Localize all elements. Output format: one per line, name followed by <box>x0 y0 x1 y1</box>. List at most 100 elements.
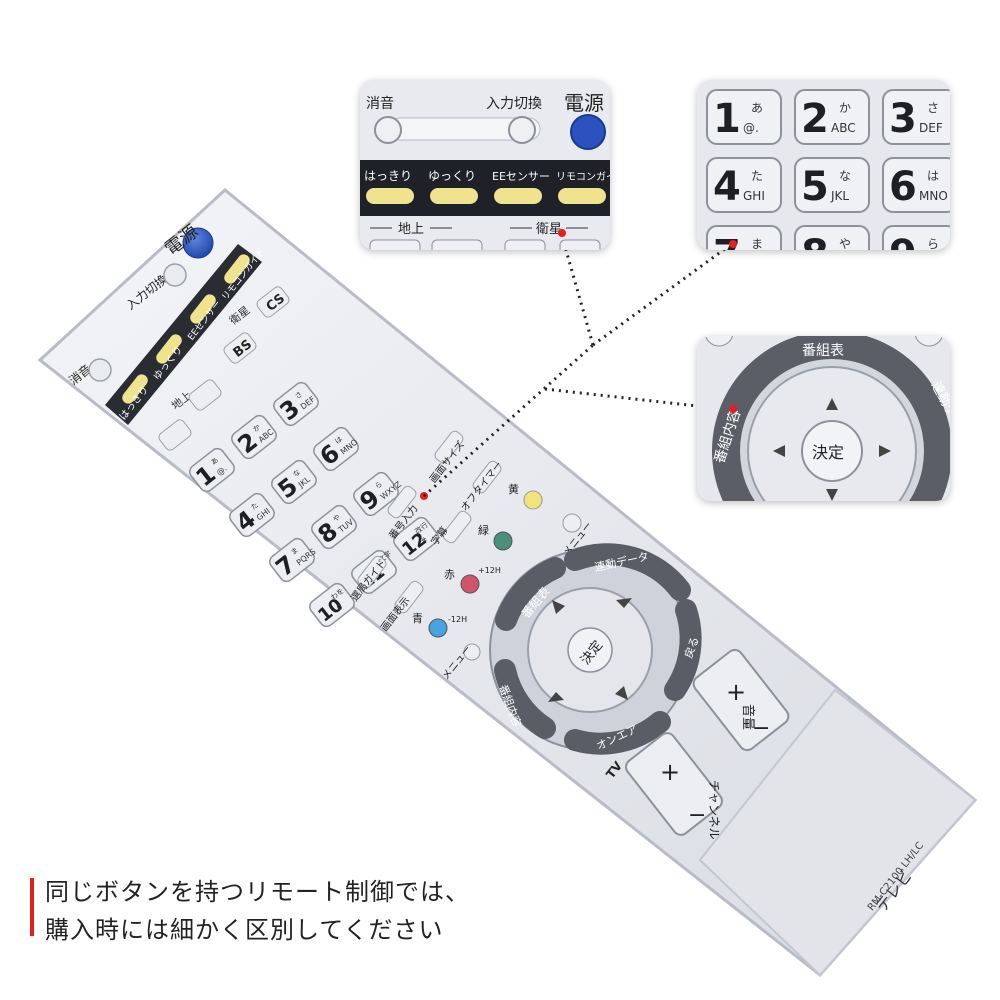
zoom-number-key-letters: DEF <box>919 121 943 135</box>
zoom-number-key-letters: MNO <box>919 189 948 203</box>
dpad-right-arrow-icon[interactable] <box>615 686 628 700</box>
zoom-number-key-digit: 4 <box>713 164 741 210</box>
subtitles-button[interactable] <box>441 509 473 544</box>
zoom-panel-dpad: 決定 番組表 連動データ 番組内容 <box>697 336 950 501</box>
volume-rocker[interactable] <box>690 647 791 754</box>
zoom-number-key-digit: 7 <box>713 232 741 250</box>
number-input-button[interactable] <box>386 484 418 519</box>
blue-label: 青 <box>412 612 423 625</box>
zoom-ok-button[interactable] <box>801 420 863 482</box>
on-air-button[interactable] <box>564 711 671 755</box>
off-timer-button[interactable] <box>471 459 503 494</box>
zoom-mode-button-2[interactable] <box>430 188 478 204</box>
zoom-number-key-digit: 3 <box>889 96 917 142</box>
zoom-number-key-digit: 6 <box>889 164 917 210</box>
zoom-number-key-kana: た <box>751 169 763 183</box>
zoom-down-arrow-icon[interactable] <box>826 489 838 501</box>
zoom-mute-button[interactable] <box>374 116 402 144</box>
channel-minus: − <box>688 803 706 828</box>
zoom-number-key-kana: や <box>839 237 851 250</box>
input-button[interactable] <box>163 263 187 287</box>
zoom-pointer-dot-3 <box>729 405 737 413</box>
zoom-pointer-dot-2 <box>729 240 737 248</box>
zoom-input-button[interactable] <box>508 116 536 144</box>
zoom-number-key-8[interactable]: 8やTUV <box>794 225 870 250</box>
zoom-mode-button-4[interactable] <box>558 188 606 204</box>
zoom-mode-button-1[interactable] <box>366 188 414 204</box>
number-key-letters: # <box>419 535 430 546</box>
green-button[interactable] <box>493 531 513 551</box>
zoom-mode-label-3: EEセンサー <box>492 170 550 183</box>
zoom-number-key-digit: 1 <box>713 96 741 142</box>
zoom-mode-button-3[interactable] <box>494 188 542 204</box>
caption-accent-bar <box>30 878 34 936</box>
program-content-button[interactable] <box>494 659 556 739</box>
zoom-pointer-dot-1 <box>558 229 566 237</box>
screen-display-button[interactable] <box>393 579 425 614</box>
minus12h-label: -12H <box>448 615 467 624</box>
bs-button[interactable] <box>222 331 258 365</box>
station-guide-button[interactable] <box>356 554 388 589</box>
home-menu-button[interactable] <box>562 513 582 533</box>
mode-button-2[interactable] <box>154 332 184 366</box>
zoom-mode-label-4: リモコンガイ <box>556 171 610 183</box>
menu-button[interactable] <box>463 643 481 661</box>
channel-label: チャンネル <box>707 780 721 840</box>
number-key-kana: ら <box>374 480 384 491</box>
dpad-up-arrow-icon[interactable] <box>616 598 632 608</box>
red-label: 赤 <box>444 568 455 581</box>
number-key-letters: * <box>377 570 386 580</box>
interactive-data-button[interactable] <box>564 543 691 601</box>
zoom-number-key-kana: な <box>839 169 851 183</box>
back-button[interactable] <box>664 599 702 701</box>
blue-button[interactable] <box>428 618 448 638</box>
mute-button[interactable] <box>88 358 112 382</box>
power-button[interactable] <box>182 227 214 259</box>
number-key-kana: ま <box>290 546 300 557</box>
zoom-right-arrow-icon[interactable] <box>879 445 891 457</box>
zoom-number-key-7[interactable]: 7まPQRS <box>706 225 782 250</box>
screen-size-button[interactable] <box>433 429 465 464</box>
zoom-left-arrow-icon[interactable] <box>773 445 785 457</box>
channel-rocker[interactable] <box>623 730 725 838</box>
mode-button-4[interactable] <box>222 252 252 286</box>
zoom-number-key-9[interactable]: 9らWXYZ <box>882 225 950 250</box>
dpad-down-arrow-icon[interactable] <box>548 692 564 702</box>
zoom-number-key-letters: ABC <box>831 121 856 135</box>
number-key-kana: は <box>334 435 344 446</box>
connector-line-1 <box>423 343 594 498</box>
dpad-left-arrow-icon[interactable] <box>552 600 565 614</box>
zoom-number-key-digit: 8 <box>801 232 829 250</box>
yellow-button[interactable] <box>523 490 543 510</box>
plus12h-label: +12H <box>478 566 501 575</box>
volume-plus: + <box>726 678 746 706</box>
zoom-up-arrow-icon[interactable] <box>826 398 838 410</box>
zoom-number-key-kana: あ <box>751 101 763 115</box>
number-key-kana: な <box>292 468 302 479</box>
zoom-input-label: 入力切換 <box>486 96 542 112</box>
ok-button[interactable] <box>567 627 613 673</box>
cs-button[interactable] <box>255 285 291 319</box>
zoom-power-button[interactable] <box>570 114 606 150</box>
mode-button-3[interactable] <box>188 292 218 326</box>
digital-button[interactable] <box>187 378 223 412</box>
analog-button[interactable] <box>157 418 193 452</box>
number-key-kana: か <box>252 423 262 434</box>
zoom-number-key-kana: ま <box>751 237 763 250</box>
red-button[interactable] <box>460 574 480 594</box>
zoom-number-key-letters: @. <box>743 121 759 135</box>
mode-button-1[interactable] <box>120 372 150 406</box>
program-guide-button[interactable] <box>495 557 566 631</box>
